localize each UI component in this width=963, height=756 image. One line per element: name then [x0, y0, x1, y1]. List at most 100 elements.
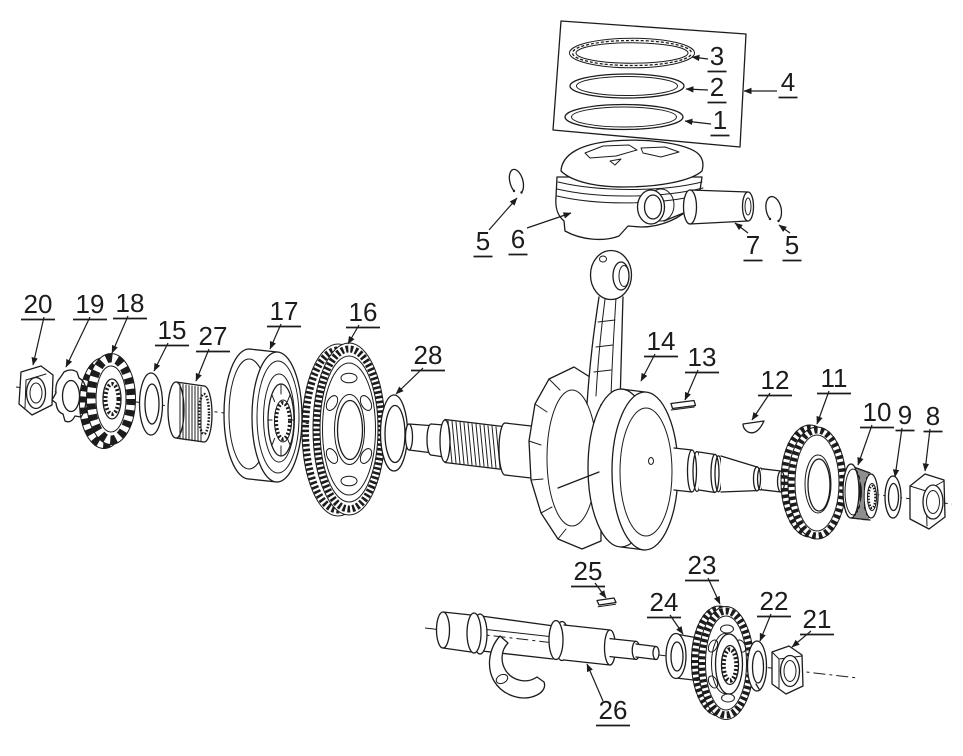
leader-line [31, 316, 45, 366]
balancer-nut [771, 645, 804, 695]
callout-shim: 28 [395, 340, 445, 395]
callout-number: 10 [863, 397, 892, 427]
leader-line [640, 353, 656, 382]
leader-line [857, 424, 873, 466]
callout-crankshaft-nut: 8 [922, 401, 943, 472]
leader-line [892, 427, 903, 478]
callout-number: 7 [746, 230, 760, 260]
callout-number: 13 [688, 342, 717, 372]
callout-number: 11 [821, 363, 848, 393]
leader-line [65, 316, 91, 368]
callout-straight-key: 13 [684, 342, 719, 401]
callout-number: 4 [781, 67, 795, 97]
crank-left-shaft [404, 418, 532, 479]
crank-right-shaft [673, 447, 786, 494]
callout-number: 14 [647, 326, 676, 356]
nut-left [18, 365, 54, 416]
callout-number: 6 [511, 224, 525, 254]
callout-number: 19 [76, 289, 105, 319]
callout-clutch-housing: 17 [267, 296, 301, 350]
leader-line [751, 392, 771, 421]
leader-line [195, 348, 210, 382]
callout-piston-ring-middle: 2 [685, 72, 727, 104]
callout-number: 28 [414, 340, 443, 370]
callout-needle-bearing: 27 [195, 321, 230, 382]
leader-line [691, 54, 709, 62]
callout-number: 8 [926, 401, 940, 431]
callout-piston-ring-top: 3 [691, 41, 727, 73]
callout-crankshaft-conrod-assembly: 14 [640, 326, 678, 382]
needle-bearing [167, 381, 213, 443]
balancer-key [596, 597, 617, 608]
callout-balancer-nut: 21 [791, 604, 834, 648]
starter-gear [79, 353, 136, 449]
callout-starter-gear: 18 [111, 288, 147, 354]
bearing-cage-lines [179, 383, 202, 443]
leader-line [684, 369, 699, 401]
spline-hatch [447, 420, 501, 469]
callout-number: 20 [24, 289, 53, 319]
leader-line [111, 315, 129, 354]
connecting-rod [586, 249, 633, 405]
circlip-left [508, 168, 525, 194]
callout-number: 22 [760, 586, 789, 616]
callout-number: 25 [574, 556, 603, 586]
crankshaft-gear [780, 424, 847, 540]
crankshaft-nut [909, 473, 946, 530]
gear-lightening-holes [325, 372, 373, 487]
leader-line [594, 582, 607, 599]
clutch-ratchet-ticks [267, 383, 295, 457]
leader-line [269, 323, 282, 350]
balancer-shaft [435, 611, 660, 699]
callout-number: 27 [199, 321, 228, 351]
piston-ring-set-box [552, 20, 747, 148]
callout-number: 18 [116, 288, 145, 318]
leader-line [816, 390, 830, 425]
callout-piston-ring-set-box: 4 [743, 67, 798, 99]
callout-balancer-gear: 23 [685, 550, 721, 605]
callout-timing-sprocket: 10 [857, 397, 894, 466]
circlip-right [765, 195, 783, 223]
clutch-housing [223, 348, 303, 483]
callout-number: 21 [803, 604, 832, 634]
callout-number: 12 [761, 365, 790, 395]
callout-number: 23 [688, 550, 717, 580]
leader-line [395, 367, 424, 395]
callout-balancer-key: 25 [571, 556, 607, 599]
leader-line [778, 224, 791, 234]
piston-pin [682, 189, 755, 225]
piston-ring-top [569, 37, 695, 69]
primary-drive-gear [301, 342, 386, 517]
callout-number: 16 [349, 297, 378, 327]
leader-line [153, 342, 169, 372]
shim [379, 394, 409, 472]
washer-right [884, 475, 902, 519]
callout-number: 9 [898, 400, 912, 430]
callout-number: 3 [710, 41, 724, 71]
piston [555, 139, 704, 241]
callout-piston-pin: 7 [734, 222, 763, 262]
crankshaft-conrod-assembly [404, 249, 786, 551]
leader-line [759, 613, 772, 642]
callout-collar: 24 [647, 587, 684, 635]
callout-nut-left: 20 [21, 289, 55, 366]
leader-line [734, 222, 749, 234]
callout-number: 5 [785, 230, 799, 260]
leader-line [922, 428, 931, 472]
woodruff-key [742, 420, 765, 434]
callout-washer-right: 9 [892, 400, 915, 478]
callout-washer-left: 15 [153, 315, 189, 372]
callout-number: 17 [270, 296, 299, 326]
callout-primary-drive-gear: 16 [346, 297, 380, 345]
callout-piston: 6 [508, 212, 572, 256]
callout-piston-ring-bottom: 1 [684, 105, 730, 137]
callout-crankshaft-gear: 11 [816, 363, 851, 425]
leader-line [526, 212, 572, 229]
leader-line [488, 197, 518, 231]
callout-tab-washer: 19 [65, 289, 107, 368]
lock-washer [746, 640, 768, 692]
leader-line [586, 663, 604, 702]
